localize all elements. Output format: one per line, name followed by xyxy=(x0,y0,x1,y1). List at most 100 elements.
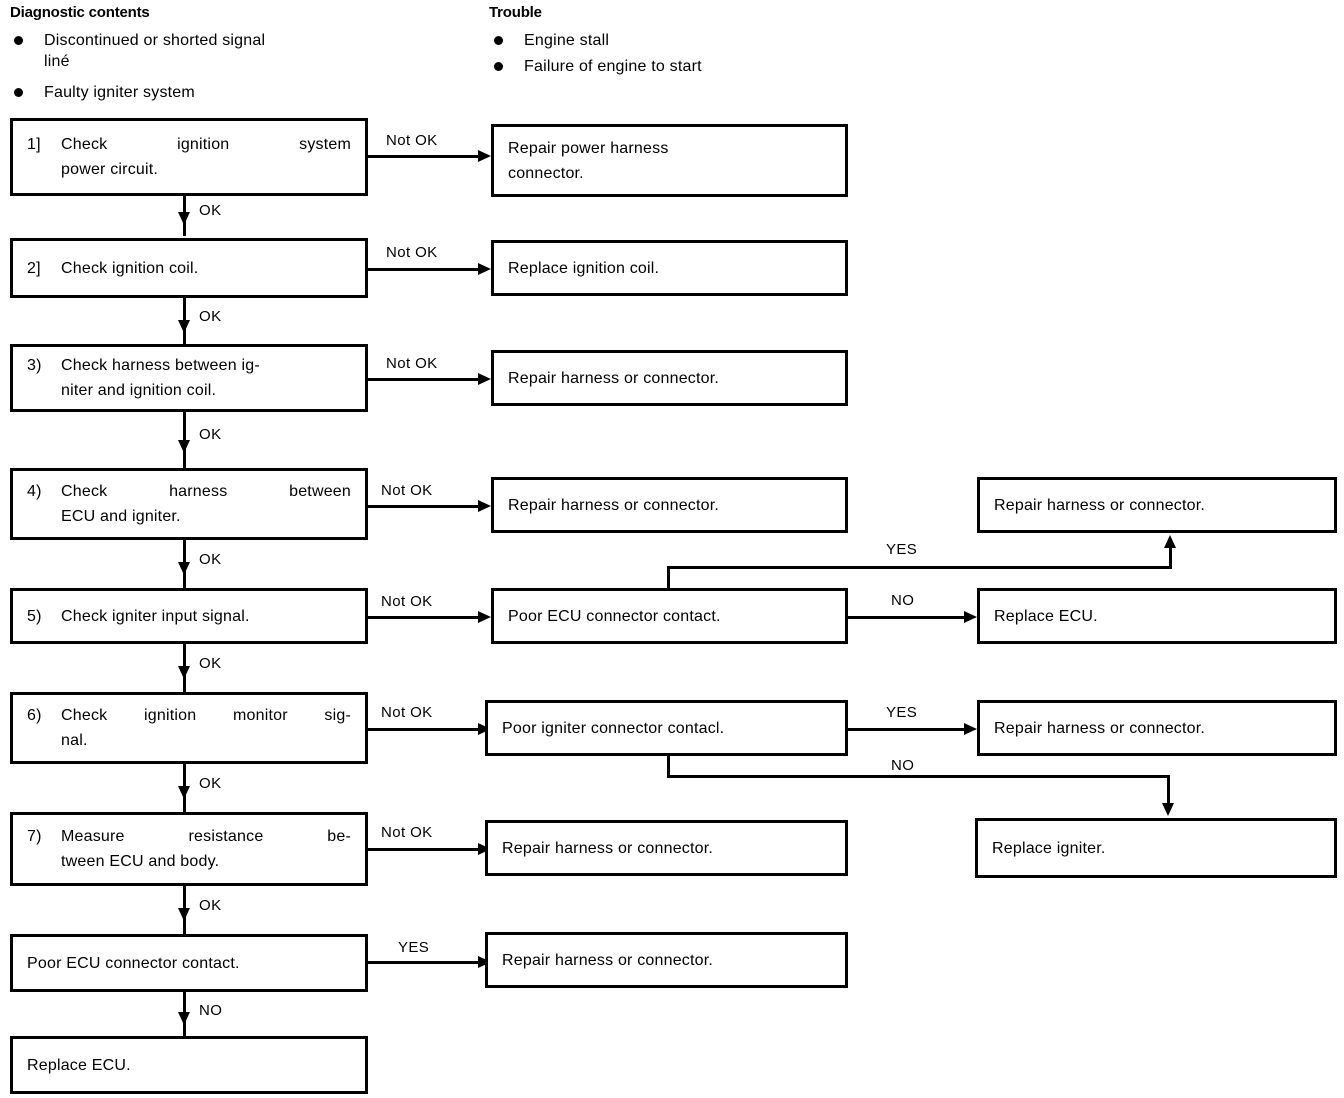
step-6-yes-line xyxy=(848,728,964,731)
step-5-yes-label: YES xyxy=(886,541,918,558)
step-2-notok-label: Not OK xyxy=(386,244,438,261)
bullet-icon xyxy=(494,62,503,71)
step-6-no-dropper xyxy=(667,756,670,778)
step-4-result-label: Repair harness or connector. xyxy=(508,496,720,514)
diagnostic-item-2-label: Faulty igniter system xyxy=(44,84,195,101)
step-1-box[interactable]: 1] Check ignition system power circuit. xyxy=(10,118,368,196)
final-poor-ecu-box[interactable]: Poor ECU connector contact. xyxy=(10,934,368,992)
step-6-no-label: NO xyxy=(891,757,915,774)
step-5-no-result-label: Replace ECU. xyxy=(994,607,1098,625)
step-2-result-label: Replace ignition coil. xyxy=(508,259,660,277)
step-6-notok-line xyxy=(368,728,478,731)
final-replace-ecu-label: Replace ECU. xyxy=(27,1056,131,1074)
step-5-line1: Check igniter input signal. xyxy=(61,607,250,625)
step-1-ok-arrow xyxy=(178,212,190,225)
step-3-line1: Check harness between ig- xyxy=(61,357,260,374)
step-4-result-box[interactable]: Repair harness or connector. xyxy=(491,477,848,533)
step-2-notok-line xyxy=(368,268,478,271)
step-6-no-result-label: Replace igniter. xyxy=(992,839,1106,857)
step-4-box[interactable]: 4) Check harness between ECU and igniter… xyxy=(10,468,368,540)
step-5-no-result-box[interactable]: Replace ECU. xyxy=(977,588,1337,644)
step-7-notok-line xyxy=(368,848,478,851)
step-1-result-box[interactable]: Repair power harness connector. xyxy=(491,124,848,197)
final-yes-result-box[interactable]: Repair harness or connector. xyxy=(485,932,848,988)
step-3-result-label: Repair harness or connector. xyxy=(508,369,720,387)
step-6-yes-label: YES xyxy=(886,704,918,721)
step-7-ok-label: OK xyxy=(199,897,222,914)
step-6-yes-arrow xyxy=(964,723,977,735)
step-5-box[interactable]: 5) Check igniter input signal. xyxy=(10,588,368,644)
step-5-ok-arrow xyxy=(178,666,190,679)
step-6-no-line xyxy=(667,775,1170,778)
bullet-icon xyxy=(494,36,503,45)
step-6-yes-result-box[interactable]: Repair harness or connector. xyxy=(977,700,1337,756)
step-7-notok-label: Not OK xyxy=(381,824,433,841)
trouble-item-2-label: Failure of engine to start xyxy=(524,58,702,75)
bullet-icon xyxy=(14,88,23,97)
step-5-result-box[interactable]: Poor ECU connector contact. xyxy=(491,588,848,644)
final-yes-label: YES xyxy=(398,939,430,956)
step-3-ok-arrow xyxy=(178,440,190,453)
step-5-notok-line xyxy=(368,616,478,619)
step-5-yes-result-label: Repair harness or connector. xyxy=(994,496,1206,514)
diagnostic-item-1-label: Discontinued or shorted signal liné xyxy=(44,32,266,70)
trouble-item-1-label: Engine stall xyxy=(524,32,610,49)
step-4-ok-arrow xyxy=(178,562,190,575)
step-3-box[interactable]: 3) Check harness between ig- niter and i… xyxy=(10,344,368,412)
step-6-yes-result-label: Repair harness or connector. xyxy=(994,719,1206,737)
step-1-notok-line xyxy=(368,155,478,158)
step-7-result-label: Repair harness or connector. xyxy=(502,839,714,857)
step-5-no-label: NO xyxy=(891,592,915,609)
step-5-notok-arrow xyxy=(478,611,491,623)
step-5-no-line xyxy=(848,616,964,619)
step-1-notok-arrow xyxy=(478,150,491,162)
step-7-ok-arrow xyxy=(178,908,190,921)
step-2-result-box[interactable]: Replace ignition coil. xyxy=(491,240,848,296)
diagnostic-item-2: Faulty igniter system xyxy=(14,82,195,103)
final-no-label: NO xyxy=(199,1002,223,1019)
step-1-notok-label: Not OK xyxy=(386,132,438,149)
final-no-arrow xyxy=(178,1012,190,1025)
step-2-notok-arrow xyxy=(478,263,491,275)
step-5-no-arrow xyxy=(964,611,977,623)
trouble-item-2: Failure of engine to start xyxy=(494,56,702,77)
step-6-no-result-box[interactable]: Replace igniter. xyxy=(975,818,1337,878)
bullet-icon xyxy=(14,36,23,45)
step-5-yes-result-box[interactable]: Repair harness or connector. xyxy=(977,477,1337,533)
step-4-line2: ECU and igniter. xyxy=(61,508,181,525)
step-7-line1: Measure resistance be- xyxy=(61,828,351,845)
step-2-box[interactable]: 2] Check ignition coil. xyxy=(10,238,368,298)
step-4-ok-label: OK xyxy=(199,551,222,568)
step-7-box[interactable]: 7) Measure resistance be- tween ECU and … xyxy=(10,812,368,886)
final-poor-ecu-label: Poor ECU connector contact. xyxy=(27,954,240,972)
step-6-no-arrow xyxy=(1162,803,1174,816)
step-5-yes-riser xyxy=(667,566,670,591)
trouble-title: Trouble xyxy=(489,4,542,21)
step-7-result-box[interactable]: Repair harness or connector. xyxy=(485,820,848,876)
final-replace-ecu-box[interactable]: Replace ECU. xyxy=(10,1036,368,1094)
step-2-ok-arrow xyxy=(178,320,190,333)
step-5-notok-label: Not OK xyxy=(381,593,433,610)
final-yes-line xyxy=(368,961,478,964)
step-3-notok-label: Not OK xyxy=(386,355,438,372)
step-6-box[interactable]: 6) Check ignition monitor sig- nal. xyxy=(10,692,368,764)
step-4-notok-line xyxy=(368,505,478,508)
step-5-yes-line xyxy=(667,566,1172,569)
step-1-result-line2: connector. xyxy=(508,164,584,182)
step-6-line2: nal. xyxy=(61,732,88,749)
step-1-line2: power circuit. xyxy=(61,161,159,178)
step-2-number: 2] xyxy=(27,259,41,277)
step-3-line2: niter and ignition coil. xyxy=(61,382,217,399)
step-4-line1: Check harness between xyxy=(61,483,351,500)
step-5-yes-arrow xyxy=(1164,535,1176,548)
step-4-number: 4) xyxy=(27,483,42,500)
step-2-ok-label: OK xyxy=(199,308,222,325)
step-3-notok-arrow xyxy=(478,373,491,385)
step-6-result-box[interactable]: Poor igniter connector contacl. xyxy=(485,700,848,756)
step-6-result-label: Poor igniter connector contacl. xyxy=(502,719,725,737)
step-3-number: 3) xyxy=(27,357,42,374)
step-3-result-box[interactable]: Repair harness or connector. xyxy=(491,350,848,406)
step-4-notok-label: Not OK xyxy=(381,482,433,499)
step-4-notok-arrow xyxy=(478,500,491,512)
